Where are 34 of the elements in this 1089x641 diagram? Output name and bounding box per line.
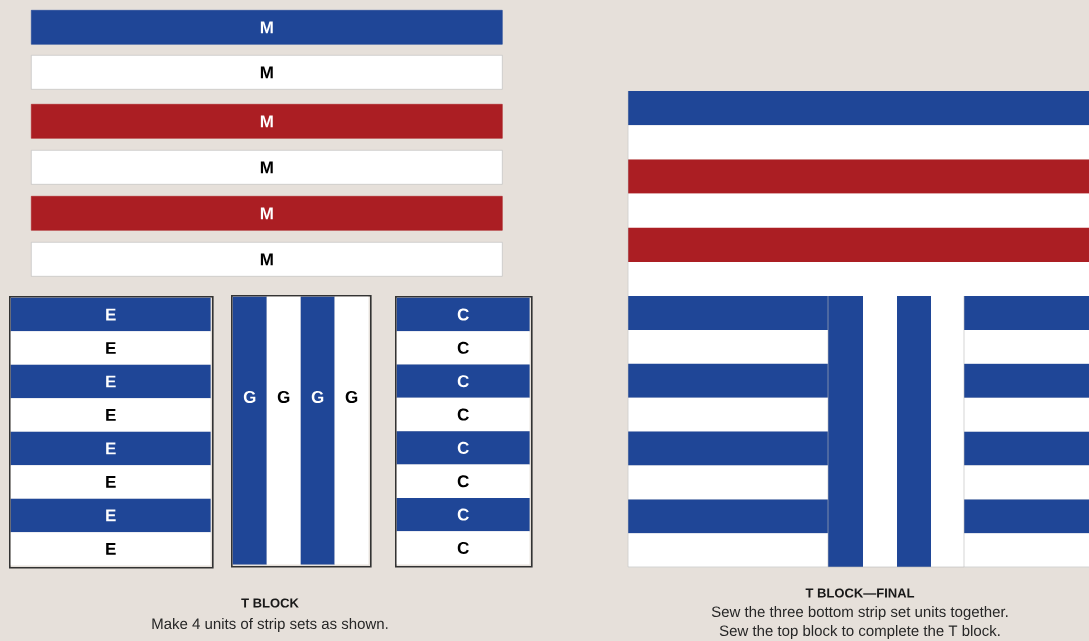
fabric-strip: M [31, 196, 503, 231]
block-title: T BLOCK—FINAL [805, 588, 915, 598]
fabric-strip: M [31, 242, 503, 277]
block-title: T BLOCK [241, 598, 299, 608]
fabric-strip: M [31, 55, 503, 90]
fabric-strip: G [334, 296, 369, 565]
fabric-strip: C [396, 431, 530, 465]
fabric-strip: E [10, 465, 211, 499]
fabric-strip: C [396, 397, 530, 432]
fabric-strip: E [10, 431, 211, 466]
strip-set-frame [231, 295, 372, 568]
fabric-strip: C [396, 297, 530, 332]
fabric-strip: E [10, 532, 211, 566]
strip-set-frame [395, 296, 533, 568]
fabric-strip: M [31, 104, 503, 139]
fabric-strip: M [31, 10, 503, 45]
fabric-strip: C [396, 497, 530, 532]
fabric-strip: E [10, 398, 211, 432]
instruction-text: Make 4 units of strip sets as shown. [152, 618, 388, 632]
instruction-text: Sew the three bottom strip set units together. [711, 606, 1008, 620]
fabric-strip: C [396, 364, 530, 398]
fabric-strip: E [10, 498, 211, 533]
fabric-strip: E [10, 297, 211, 332]
fabric-strip: E [10, 364, 211, 399]
instruction-text: Sew the top block to complete the T block. [719, 625, 1000, 639]
fabric-strip: C [396, 531, 530, 565]
fabric-strip: M [31, 150, 503, 185]
fabric-strip: G [266, 296, 301, 565]
fabric-strip: E [10, 331, 211, 365]
fabric-strip: G [300, 296, 335, 565]
strip-set-frame [9, 296, 214, 569]
fabric-strip: G [232, 296, 267, 565]
fabric-strip: C [396, 331, 530, 365]
fabric-strip: C [396, 464, 530, 498]
